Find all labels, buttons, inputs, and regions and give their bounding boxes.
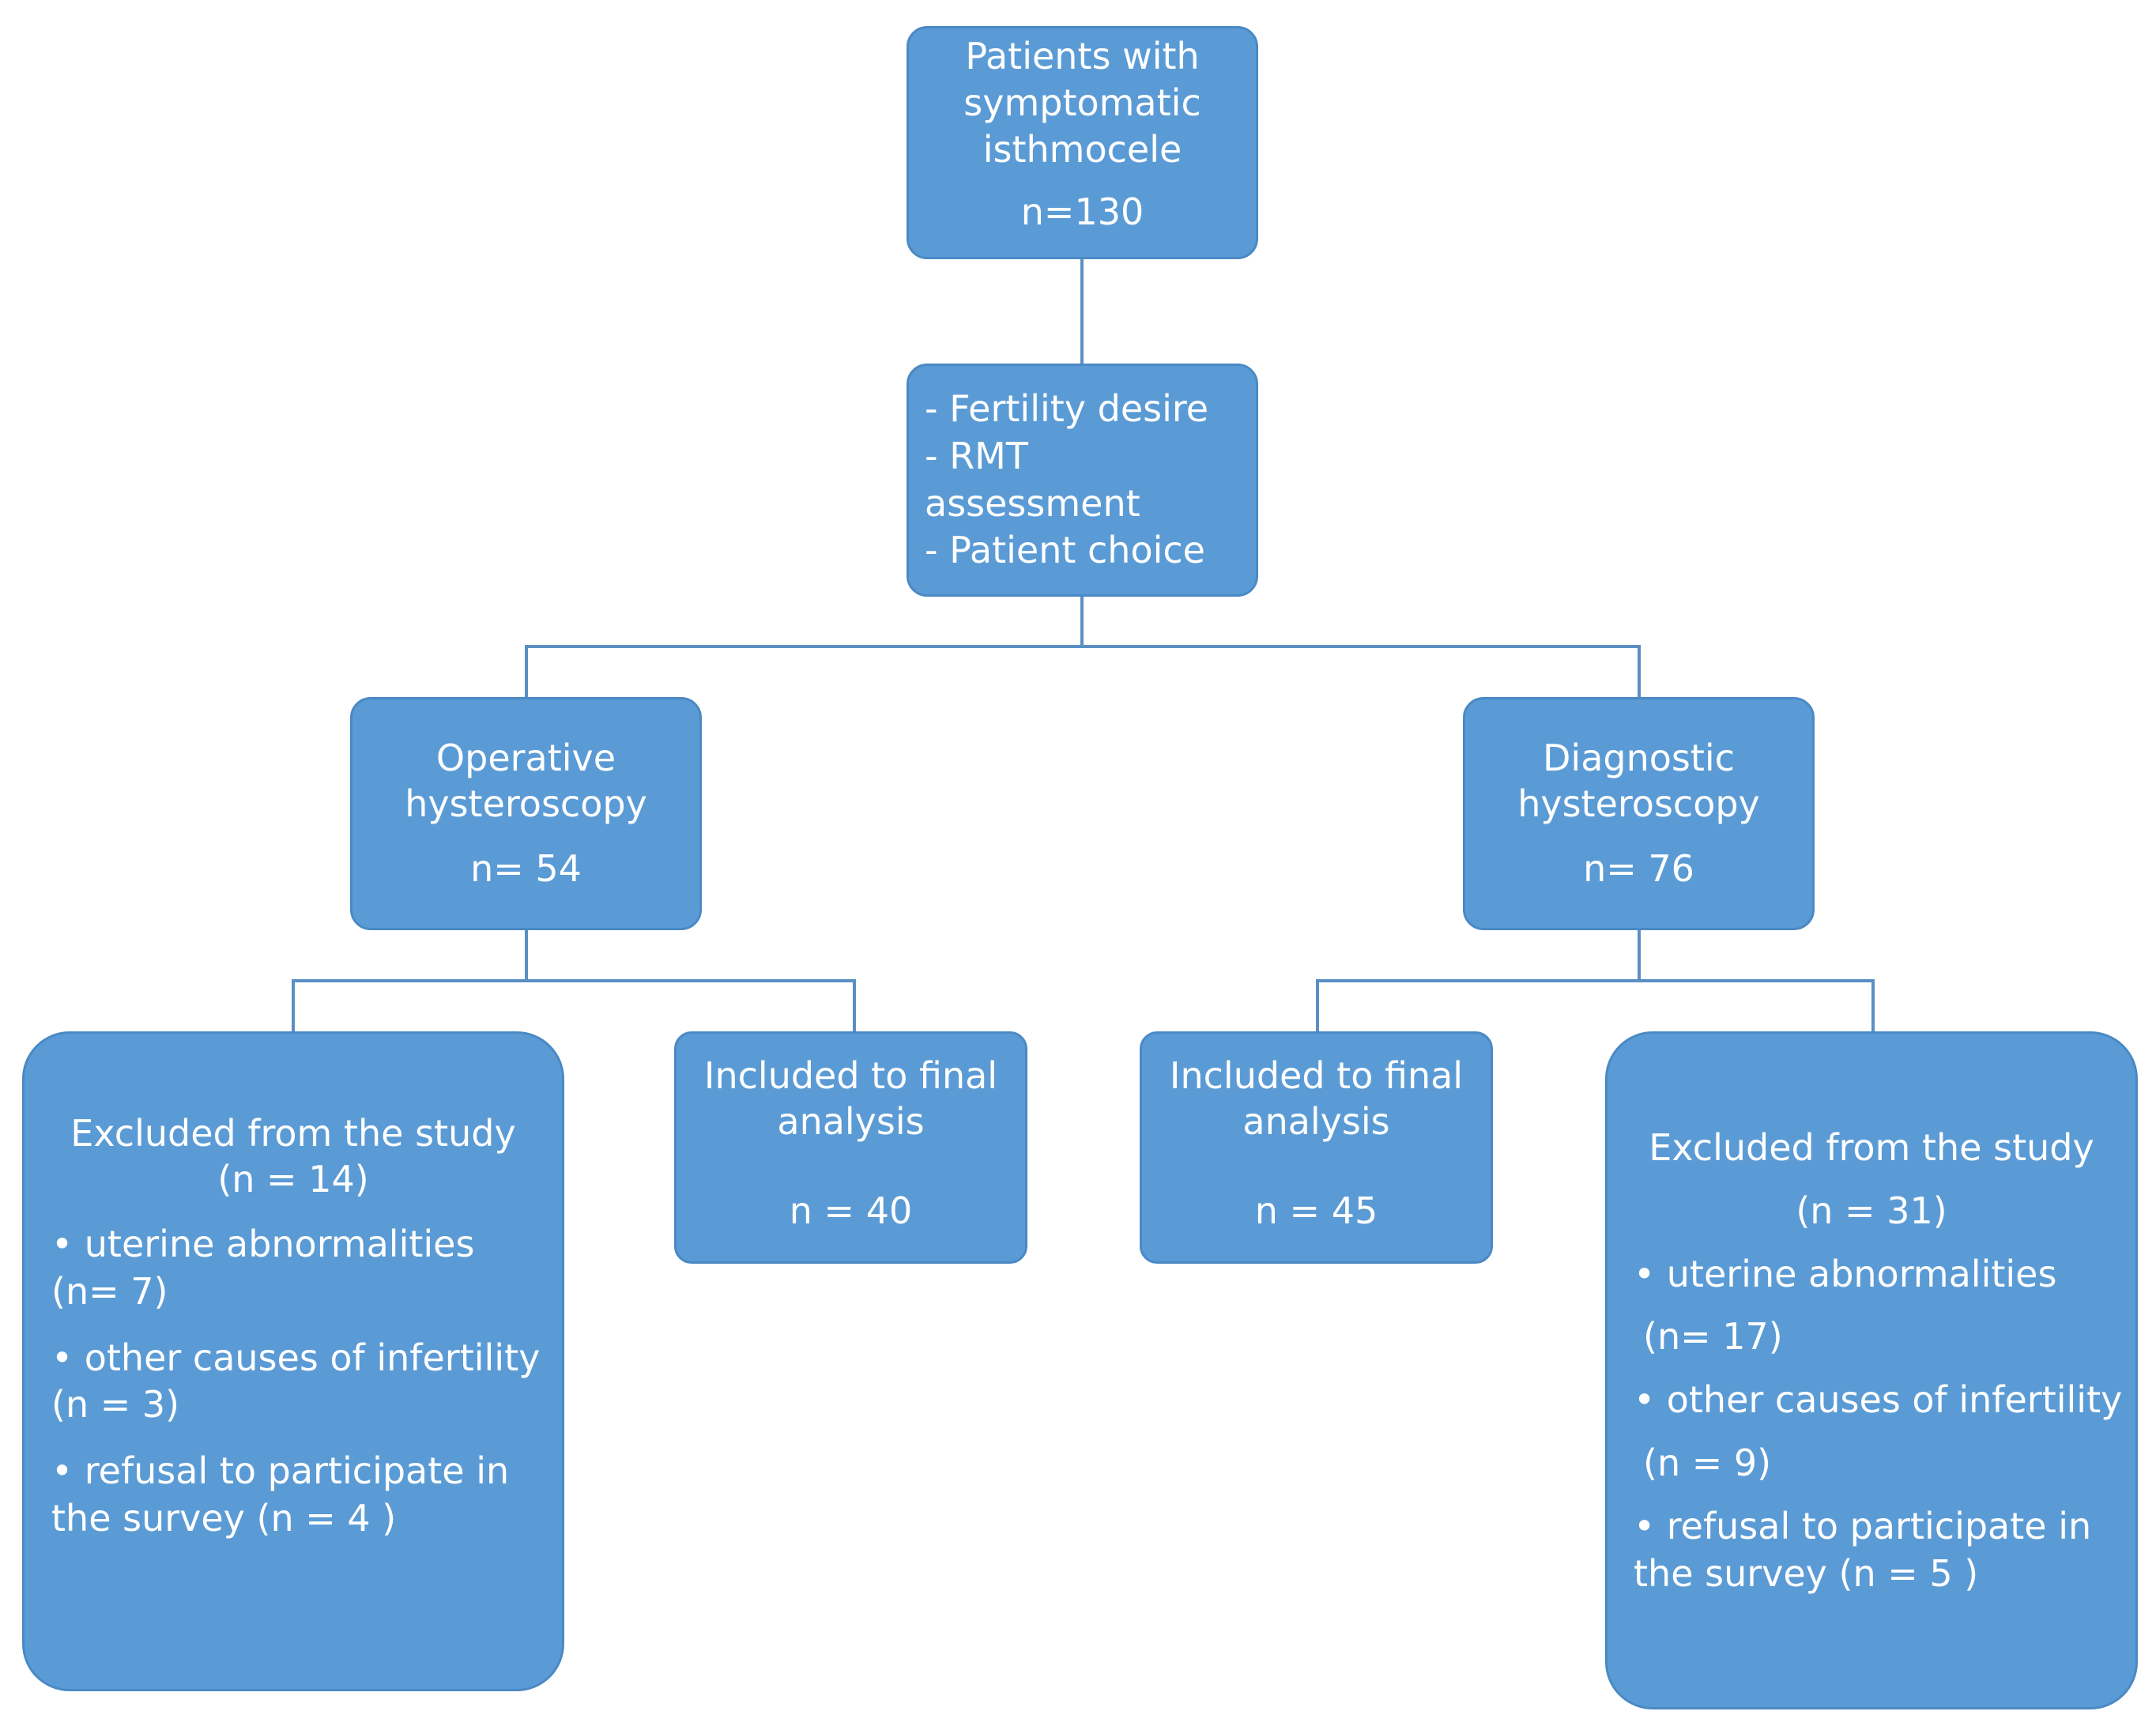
diagnostic-included-box: Included to final analysis n = 45 (1140, 1031, 1493, 1264)
op-excluded-title: Excluded from the study (70, 1112, 516, 1155)
list-item: • refusal to participate in the survey (… (1634, 1503, 2135, 1598)
list-item: • other causes of infertility (n = 9) (1634, 1377, 2135, 1487)
diagnostic-hysteroscopy-box: Diagnostic hysteroscopy n= 76 (1463, 697, 1815, 930)
operative-excluded-box: Excluded from the study (n = 14) • uteri… (22, 1031, 564, 1691)
op-excluded-item-3-count: the survey (n = 4 ) (51, 1496, 397, 1540)
op-included-line-1: Included to final (703, 1054, 998, 1097)
operative-line-2: hysteroscopy (405, 782, 647, 825)
diagnostic-line-1: Diagnostic (1543, 737, 1735, 779)
list-item: • refusal to participate in the survey (… (51, 1448, 562, 1543)
criteria-line-1: - Fertility desire (925, 387, 1209, 430)
diagnostic-count: n= 76 (1583, 846, 1694, 890)
diag-included-line-2: analysis (1242, 1099, 1390, 1143)
criteria-line-2: - RMT (925, 434, 1028, 477)
diag-included-count: n = 45 (1254, 1189, 1378, 1232)
operative-line-1: Operative (435, 737, 616, 779)
patients-line-3: isthmocele (982, 127, 1182, 171)
diag-excluded-header: Excluded from the study (n = 31) (1634, 1125, 2135, 1235)
diag-excluded-item-1-label: • uterine abnormalities (1634, 1252, 2057, 1295)
operative-included-box: Included to final analysis n = 40 (674, 1031, 1027, 1264)
operative-hysteroscopy-box: Operative hysteroscopy n= 54 (350, 697, 702, 930)
criteria-line-3: assessment (925, 481, 1140, 525)
diagnostic-excluded-box: Excluded from the study (n = 31) • uteri… (1605, 1031, 2138, 1709)
criteria-box: - Fertility desire - RMT assessment - Pa… (906, 364, 1258, 597)
patients-count: n=130 (1020, 190, 1144, 233)
diagnostic-line-2: hysteroscopy (1517, 782, 1760, 825)
op-excluded-item-1-count: (n= 7) (51, 1269, 168, 1313)
list-item: • uterine abnormalities (n= 17) (1634, 1251, 2135, 1362)
diag-excluded-count: (n = 31) (1796, 1189, 1947, 1232)
list-item: • uterine abnormalities (n= 7) (51, 1221, 562, 1316)
patients-line-2: symptomatic (963, 81, 1201, 124)
diag-excluded-item-1-count: (n= 17) (1643, 1315, 1783, 1359)
op-excluded-count: (n = 14) (217, 1157, 369, 1200)
patients-line-1: Patients with (965, 35, 1200, 77)
op-included-line-2: analysis (777, 1099, 925, 1143)
op-included-count: n = 40 (789, 1189, 913, 1232)
list-item: • other causes of infertility (n = 3) (51, 1335, 562, 1430)
diag-excluded-item-2-label: • other causes of infertility (1634, 1378, 2123, 1422)
diag-excluded-item-2-count: (n = 9) (1643, 1441, 1772, 1484)
op-excluded-item-1-label: • uterine abnormalities (51, 1223, 475, 1265)
op-excluded-header: Excluded from the study (n = 14) (51, 1111, 562, 1202)
op-excluded-item-2-label: • other causes of infertility (51, 1336, 541, 1379)
diag-excluded-title: Excluded from the study (1649, 1126, 2094, 1169)
op-excluded-item-2-count: (n = 3) (51, 1383, 180, 1427)
diag-excluded-item-3-label: • refusal to participate in (1634, 1504, 2092, 1547)
operative-count: n= 54 (470, 846, 582, 890)
patients-box: Patients with symptomatic isthmocele n=1… (906, 26, 1258, 259)
diag-excluded-item-3-count: the survey (n = 5 ) (1634, 1551, 1979, 1595)
diag-included-line-1: Included to final (1169, 1054, 1464, 1097)
criteria-line-4: - Patient choice (925, 529, 1205, 572)
op-excluded-item-3-label: • refusal to participate in (51, 1449, 510, 1493)
